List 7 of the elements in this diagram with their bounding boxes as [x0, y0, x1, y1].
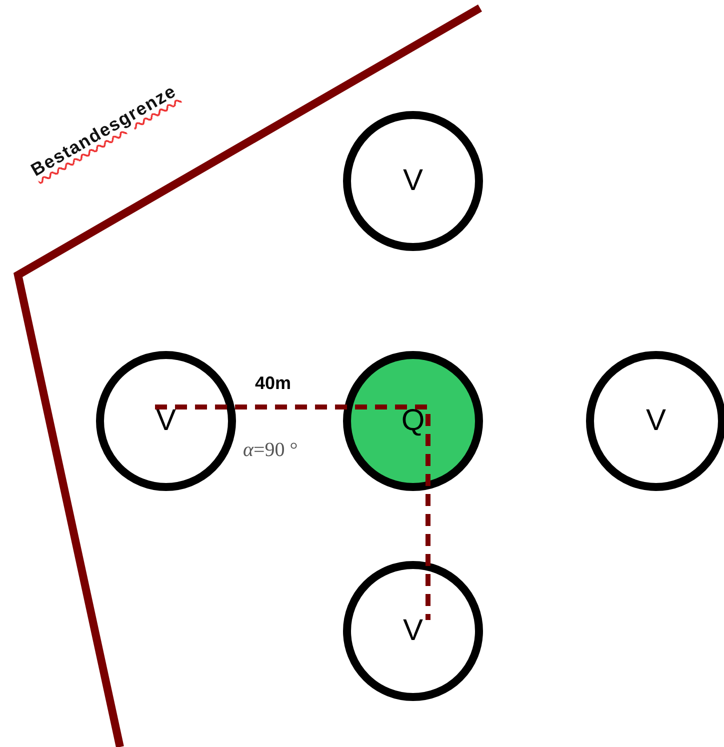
plot-letter: V — [646, 404, 666, 438]
plot-letter: Q — [401, 404, 425, 438]
plot-letter: V — [402, 164, 423, 198]
plot-letter: V — [156, 404, 176, 438]
plot-letter: V — [402, 614, 423, 648]
angle-label: α=90 ° — [243, 439, 298, 462]
distance-label: 40m — [255, 373, 292, 394]
